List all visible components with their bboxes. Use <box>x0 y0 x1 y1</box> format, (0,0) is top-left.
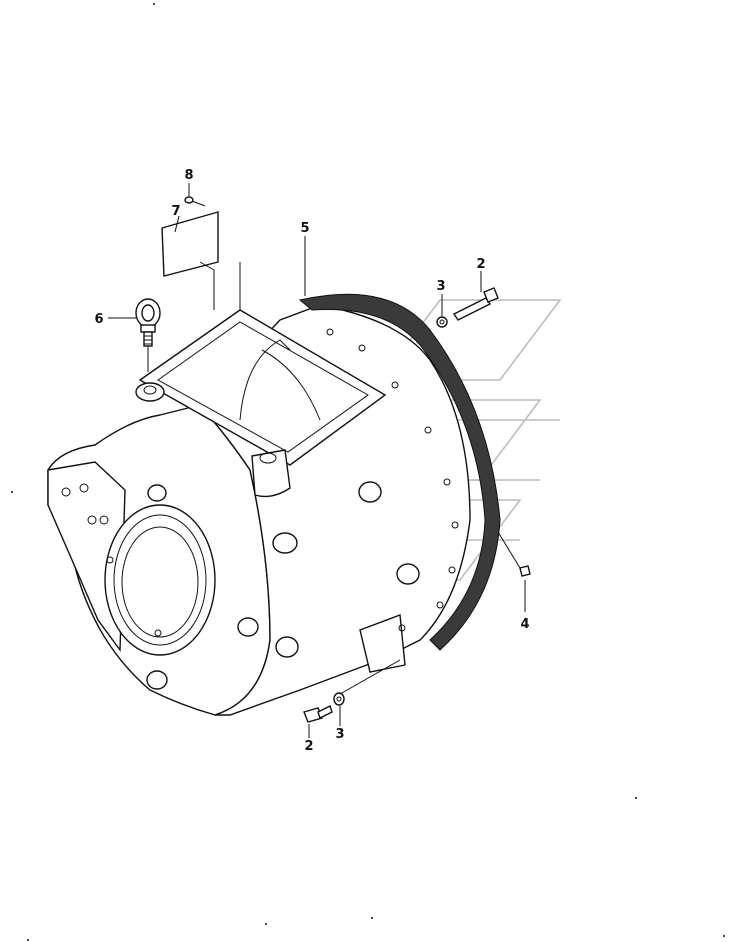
callout-7: 7 <box>171 204 180 219</box>
housing-body <box>47 304 471 716</box>
screw-part-8 <box>184 196 206 207</box>
bolt-lower <box>303 705 333 723</box>
callout-8: 8 <box>184 168 193 183</box>
callout-2-lower: 2 <box>304 739 313 754</box>
callout-2-upper: 2 <box>476 257 485 272</box>
callout-labels: 8 7 6 5 3 2 4 2 3 <box>94 168 529 754</box>
callout-3-upper: 3 <box>436 279 445 294</box>
dowel-pin <box>519 565 531 577</box>
cover-plate <box>161 211 241 310</box>
callout-6: 6 <box>94 312 103 327</box>
washer-lower <box>333 692 345 706</box>
eye-bolt <box>135 298 161 372</box>
leader-lines <box>108 183 526 738</box>
callout-5: 5 <box>300 221 309 236</box>
gasket <box>298 293 501 651</box>
washer-upper <box>436 316 448 328</box>
bolt-upper <box>452 287 499 321</box>
callout-3-lower: 3 <box>335 727 344 742</box>
boss-group <box>146 481 420 690</box>
scan-specks <box>11 3 725 941</box>
callout-4: 4 <box>520 617 529 632</box>
